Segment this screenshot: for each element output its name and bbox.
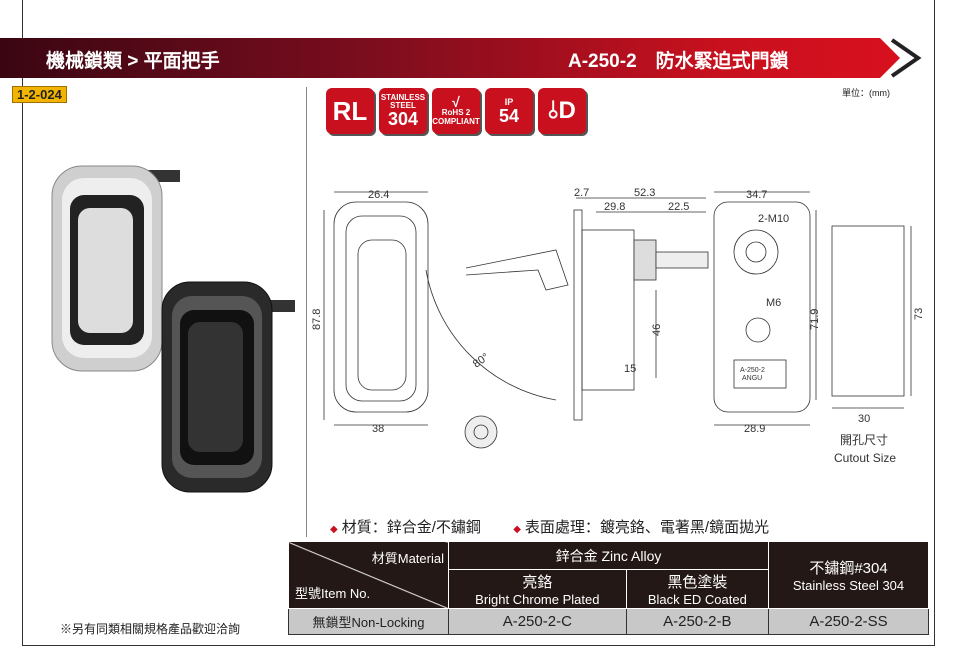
rohs-badge-text: RoHS 2 COMPLIANT	[432, 108, 480, 126]
dim-22-5: 22.5	[668, 201, 689, 213]
page-code: 1-2-024	[12, 86, 67, 103]
dim-34-7: 34.7	[746, 189, 767, 201]
dim-73: 73	[913, 308, 925, 320]
row-label: 無鎖型Non-Locking	[288, 608, 449, 635]
cutout-view	[831, 225, 912, 409]
table-corner-header: 材質Material 型號Item No.	[288, 541, 449, 609]
black-handle-photo	[161, 281, 295, 493]
footnote: ※另有同類相關規格產品歡迎洽詢	[60, 622, 241, 636]
header-item-no: 型號Item No.	[295, 586, 371, 601]
dim-30: 30	[858, 413, 870, 425]
dim-2-7: 2.7	[574, 187, 589, 199]
dim-71-9: 71.9	[809, 309, 821, 330]
stainless-cn: 不鏽鋼#304	[809, 560, 888, 577]
arrow-icon	[890, 38, 922, 78]
black-cn: 黑色塗裝	[667, 574, 728, 591]
diamond-icon: ◆	[330, 524, 338, 535]
side-view	[464, 197, 709, 449]
model-title: A-250-2 防水緊迫式門鎖	[568, 51, 789, 72]
front-view	[323, 191, 557, 426]
spec-table: 材質Material 型號Item No. 鋅合金 Zinc Alloy 不鏽鋼…	[288, 541, 929, 635]
chrome-cn: 亮鉻	[522, 574, 553, 591]
rl-badge-icon: RL	[326, 88, 374, 134]
dim-m6: M6	[766, 297, 781, 309]
dim-80deg: 80°	[471, 351, 492, 370]
dim-38: 38	[372, 423, 384, 435]
unit-label: 單位：(mm)	[842, 88, 890, 98]
clamp-badge-icon: ⫰D	[538, 88, 586, 134]
rohs-badge-icon: √ RoHS 2 COMPLIANT	[432, 88, 480, 134]
dim-28-9: 28.9	[744, 423, 765, 435]
material-text: 材質：鋅合金/不鏽鋼	[341, 519, 481, 536]
dim-2-m10: 2-M10	[758, 213, 789, 225]
chrome-en: Bright Chrome Plated	[475, 592, 600, 607]
technical-drawing: 26.4 87.8 38 80° 2.7 52.3 29.8 22.5 46 1…	[311, 187, 925, 465]
dim-15: 15	[624, 363, 636, 375]
dim-46: 46	[651, 324, 663, 336]
item-black: A-250-2-B	[625, 608, 770, 635]
header-band: 機械鎖類 > 平面把手 A-250-2 防水緊迫式門鎖	[0, 38, 900, 78]
plate-model: A-250-2	[740, 367, 765, 374]
plate-brand: ANGU	[742, 375, 762, 382]
check-root-icon: √	[452, 94, 460, 111]
table-row: 無鎖型Non-Locking A-250-2-C A-250-2-B A-250…	[288, 608, 929, 635]
material-info: ◆材質：鋅合金/不鏽鋼 ◆表面處理：鍍亮鉻、電著黑/鏡面拋光	[330, 516, 769, 537]
cutout-label-en: Cutout Size	[834, 451, 896, 465]
cutout-label-cn: 開孔尺寸	[840, 433, 888, 447]
divider	[306, 87, 307, 537]
black-en: Black ED Coated	[647, 592, 747, 607]
product-photos	[51, 165, 295, 493]
diamond-icon: ◆	[513, 524, 521, 535]
dim-29-8: 29.8	[604, 201, 625, 213]
header-zinc: 鋅合金 Zinc Alloy	[448, 541, 769, 570]
dim-52-3: 52.3	[634, 187, 655, 199]
dim-87-8: 87.8	[311, 309, 323, 330]
dim-26-4: 26.4	[368, 189, 389, 201]
rear-view	[713, 191, 817, 426]
finish-text: 表面處理：鍍亮鉻、電著黑/鏡面拋光	[524, 519, 770, 536]
item-chrome: A-250-2-C	[448, 608, 627, 635]
chrome-handle-photo	[51, 165, 180, 372]
item-stainless: A-250-2-SS	[768, 608, 929, 635]
category-title: 機械鎖類 > 平面把手	[46, 51, 220, 72]
header-material: 材質Material	[371, 551, 444, 566]
stainless-en: Stainless Steel 304	[792, 578, 905, 593]
page-frame	[22, 0, 935, 646]
